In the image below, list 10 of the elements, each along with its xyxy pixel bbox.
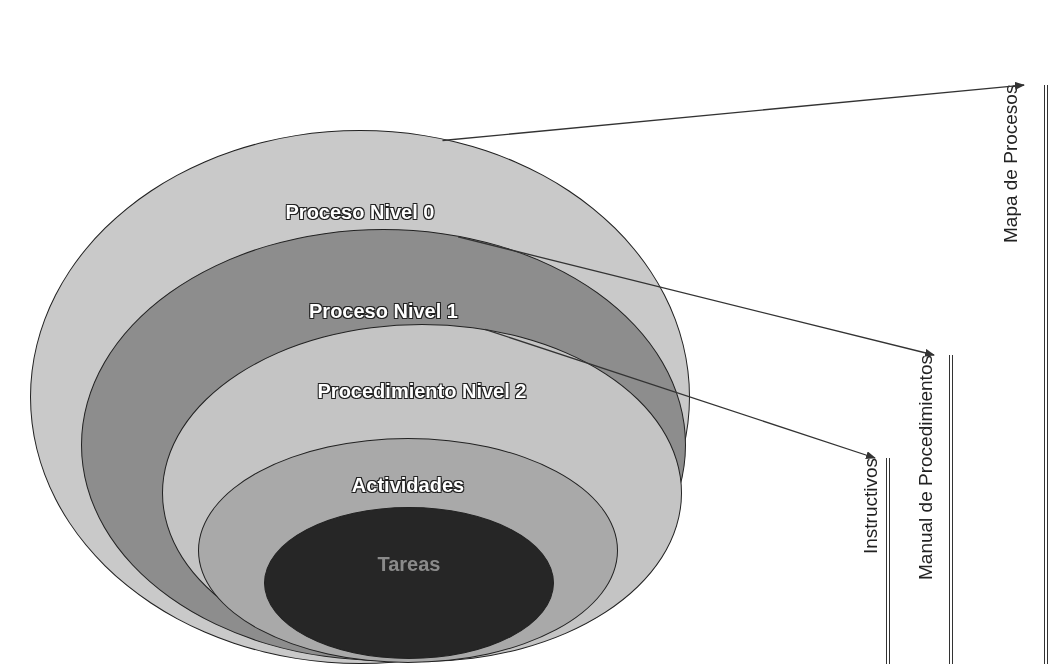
document-label: Mapa de Procesos [1000, 85, 1048, 664]
level-label: Actividades [351, 474, 465, 497]
arrow [457, 236, 935, 357]
arrow [484, 328, 876, 459]
document-label: Manual de Procedimientos [915, 355, 953, 664]
level-label: Proceso Nivel 1 [309, 300, 458, 323]
level-label: Tareas [377, 553, 441, 576]
document-label: Instructivos [860, 458, 890, 664]
level-label: Procedimiento Nivel 2 [317, 380, 527, 403]
arrow [441, 81, 1025, 142]
